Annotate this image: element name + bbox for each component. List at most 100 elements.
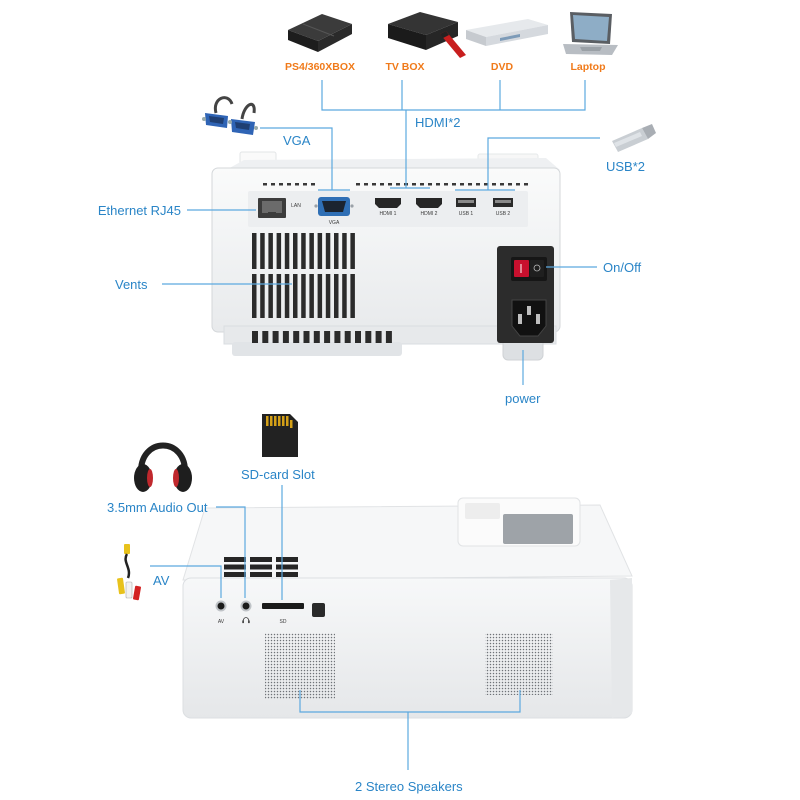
- vent-slot: [268, 233, 273, 269]
- callout-av: AV: [153, 573, 170, 588]
- vent-dash: [476, 183, 480, 186]
- vent-slot: [250, 572, 272, 577]
- vent-dash: [287, 183, 291, 186]
- vent-slot: [303, 331, 310, 343]
- source-label-tv-box: TV BOX: [385, 61, 424, 73]
- vent-slot: [268, 274, 273, 318]
- sd-card-slot: [262, 603, 304, 609]
- av-jack: [215, 600, 227, 612]
- vent-slot: [224, 572, 246, 577]
- vent-slot: [293, 274, 298, 318]
- vent-slot: [284, 233, 290, 269]
- vga-cable-icon: [202, 96, 258, 135]
- source-label-dvd: DVD: [491, 61, 514, 73]
- vent-dash: [420, 183, 424, 186]
- vent-slot: [276, 557, 298, 562]
- game-console-icon: [288, 14, 352, 52]
- speaker-grille-right: [485, 633, 553, 695]
- hdmi-port-1: [375, 198, 401, 208]
- port-label-hdmi-1: HDMI 1: [380, 211, 397, 217]
- vent-slot: [334, 274, 339, 318]
- source-label-laptop: Laptop: [571, 61, 606, 73]
- rear-vent-grille: [252, 233, 355, 318]
- top-vent-dashes: [263, 183, 528, 186]
- vent-dash: [516, 183, 520, 186]
- vent-dash: [492, 183, 496, 186]
- vent-dash: [279, 183, 283, 186]
- vent-dash: [380, 183, 384, 186]
- vent-dash: [452, 183, 456, 186]
- vent-dash: [460, 183, 464, 186]
- callout-speakers: 2 Stereo Speakers: [355, 779, 463, 794]
- vent-slot: [293, 331, 300, 343]
- callout-audio-out: 3.5mm Audio Out: [107, 500, 208, 515]
- vent-slot: [375, 331, 382, 343]
- port-label-hdmi-2: HDMI 2: [421, 211, 438, 217]
- vent-slot: [342, 274, 347, 318]
- vent-slot: [282, 331, 289, 343]
- tv-box-icon: [388, 12, 466, 58]
- projector-side-view: [182, 497, 633, 719]
- vent-dash: [271, 183, 275, 186]
- vent-slot: [252, 331, 258, 343]
- vga-leader-line: [260, 127, 350, 191]
- audio-jack: [240, 600, 252, 612]
- vent-dash: [303, 183, 307, 186]
- vent-slot: [250, 564, 272, 570]
- av-cable-icon: [117, 544, 142, 601]
- vent-dash: [364, 183, 368, 186]
- vent-slot: [313, 331, 320, 343]
- vga-port: [314, 197, 354, 216]
- callout-on-off: On/Off: [603, 260, 641, 275]
- vent-dash: [484, 183, 488, 186]
- usb-port-2: [493, 198, 513, 207]
- vent-slot: [250, 557, 272, 562]
- speaker-grille-left: [265, 633, 335, 699]
- vent-dash: [388, 183, 392, 186]
- power-socket: [511, 299, 547, 337]
- vent-slot: [317, 274, 323, 318]
- vent-slot: [276, 572, 298, 577]
- usb-leader-line: [455, 137, 600, 191]
- vent-dash: [524, 183, 528, 186]
- vent-slot: [309, 233, 314, 269]
- vent-slot: [262, 331, 269, 343]
- vent-slot: [276, 233, 282, 269]
- vent-slot: [325, 233, 331, 269]
- vent-slot: [334, 233, 339, 269]
- vent-dash: [468, 183, 472, 186]
- laptop-icon: [563, 12, 618, 55]
- vent-slot: [260, 274, 265, 318]
- callout-vga: VGA: [283, 133, 311, 148]
- vent-slot: [325, 274, 331, 318]
- av-leader-line: [150, 565, 222, 598]
- callout-sd-card: SD-card Slot: [241, 467, 315, 482]
- usb-port-1: [456, 198, 476, 207]
- dvd-player-icon: [466, 19, 548, 46]
- vent-dash: [396, 183, 400, 186]
- vent-slot: [276, 564, 298, 570]
- speakers-leader-lines: [299, 690, 521, 770]
- vent-dash: [436, 183, 440, 186]
- base-vent-slots: [252, 331, 392, 343]
- projector-rear-view: [211, 151, 561, 361]
- hdmi-leader-lines: [321, 80, 586, 189]
- audio-leader-line: [216, 506, 246, 598]
- vent-dash: [263, 183, 267, 186]
- vent-slot: [284, 274, 290, 318]
- ir-window: [312, 603, 325, 617]
- port-label-lan: LAN: [291, 203, 301, 209]
- vent-slot: [350, 274, 355, 318]
- port-label-usb-2: USB 2: [496, 211, 511, 217]
- headphone-jack-icon: [242, 617, 250, 624]
- vent-dash: [428, 183, 432, 186]
- port-label-av: AV: [218, 619, 225, 625]
- callout-hdmi: HDMI*2: [415, 115, 461, 130]
- vent-dash: [508, 183, 512, 186]
- vent-dash: [500, 183, 504, 186]
- vent-slot: [272, 331, 279, 343]
- vent-dash: [356, 183, 360, 186]
- vent-dash: [311, 183, 315, 186]
- sd-card-icon: [262, 414, 298, 457]
